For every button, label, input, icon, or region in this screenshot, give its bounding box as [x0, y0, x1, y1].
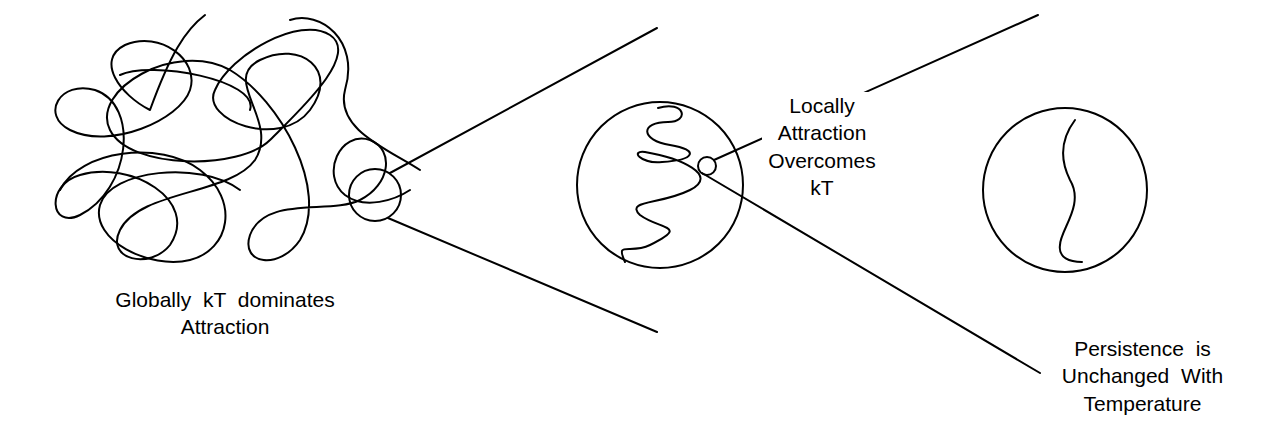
caption-label: Globally kT dominates Attraction [75, 286, 375, 341]
polymer-coil-loops [60, 18, 420, 262]
caption-label: Locally Attraction Overcomes kT [762, 92, 882, 201]
zoom-line [388, 218, 657, 332]
polymer-coil [55, 15, 410, 260]
zoom-line [702, 173, 1040, 373]
caption-label: Persistence is Unchanged With Temperatur… [1045, 335, 1240, 417]
zoom-circle [349, 169, 401, 221]
zoom-line [390, 28, 657, 173]
magnified-circle [983, 108, 1147, 272]
persistent-segment [1060, 120, 1082, 262]
magnified-circle [577, 102, 743, 268]
local-chain [622, 106, 701, 262]
